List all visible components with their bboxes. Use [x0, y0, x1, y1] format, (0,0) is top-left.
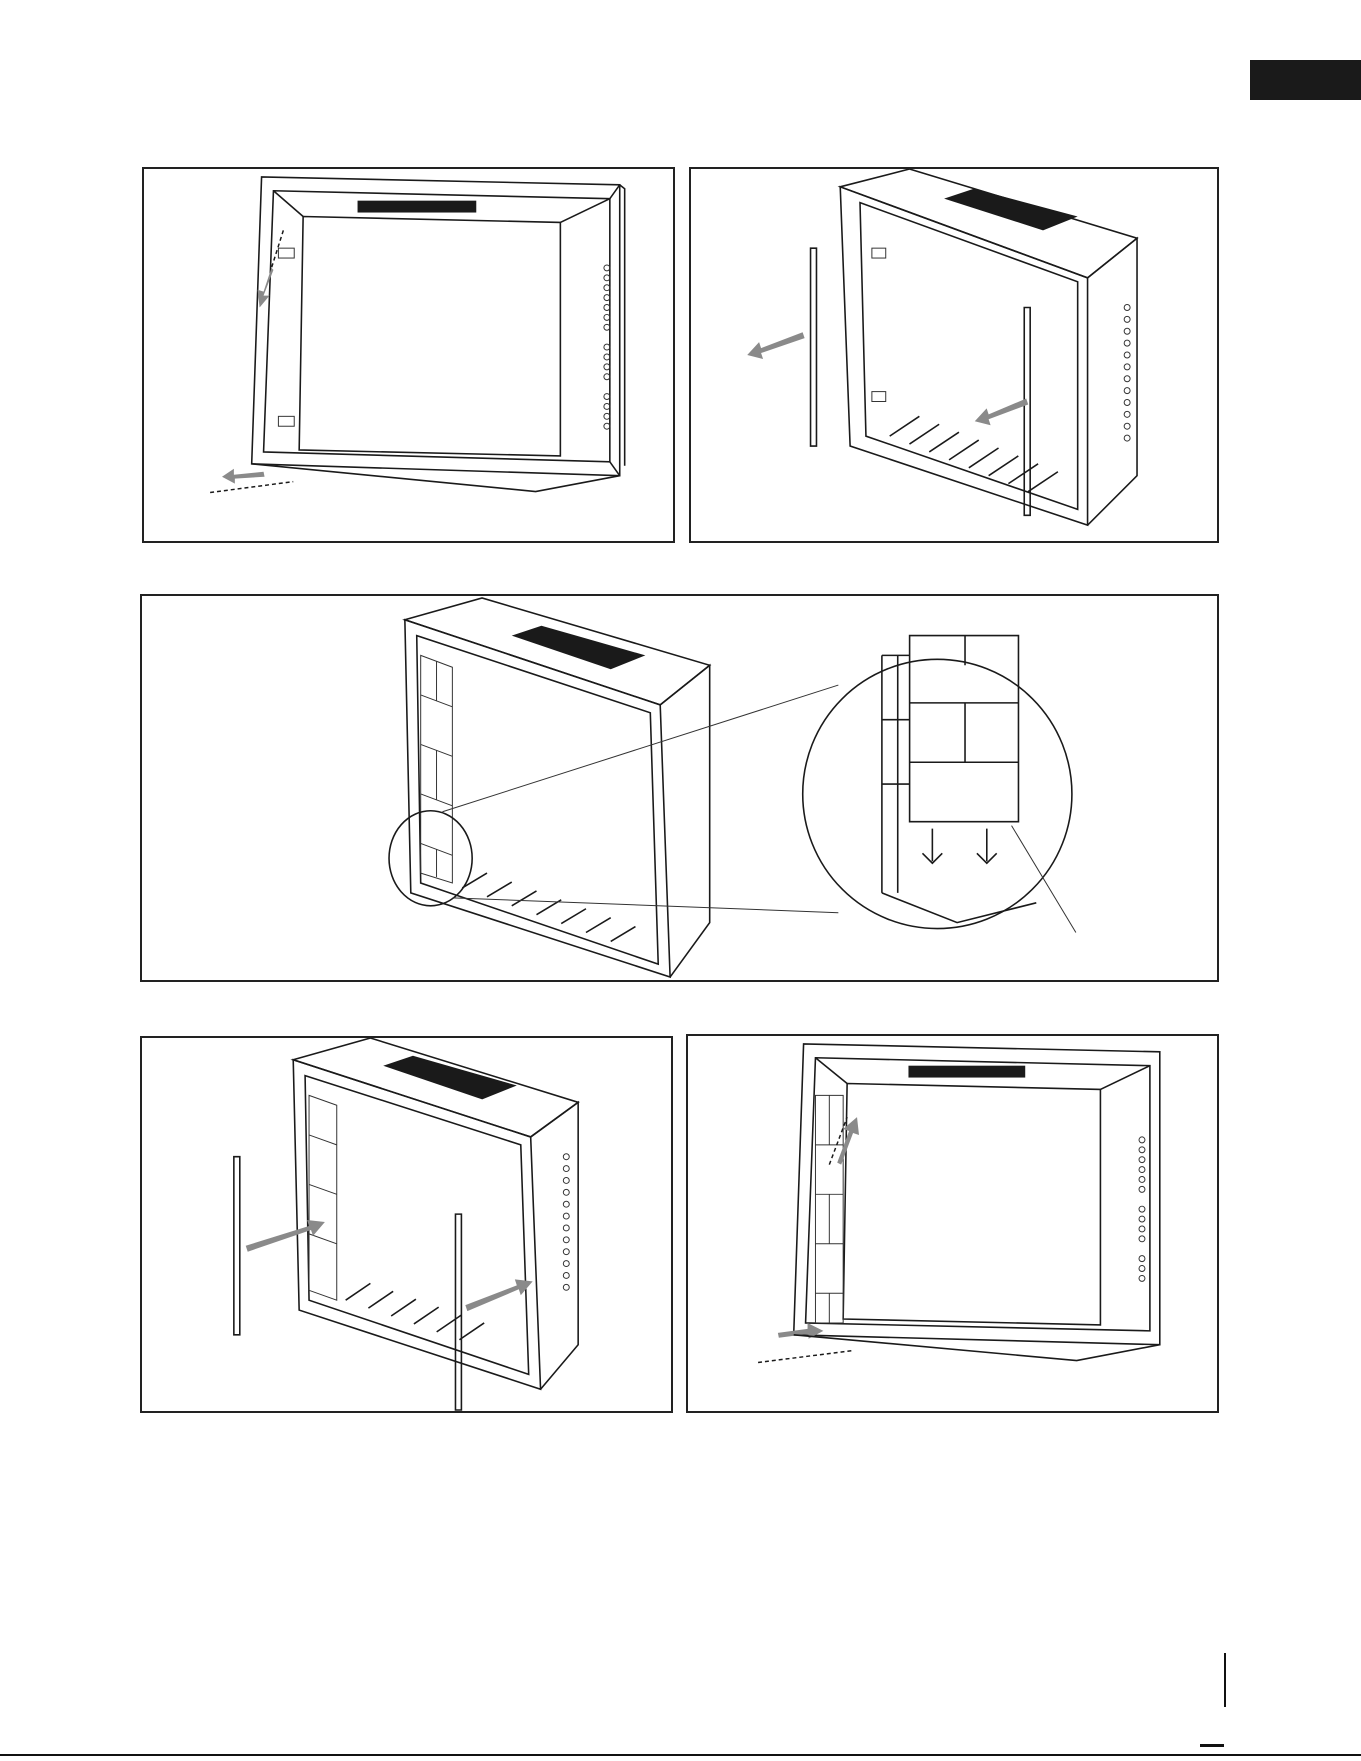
language-tab [1250, 60, 1361, 100]
brick-wall [309, 1095, 337, 1300]
arrow-icon [747, 332, 804, 359]
figure-step-2 [689, 167, 1219, 543]
brick-wall [421, 655, 453, 883]
arrow-icon [222, 469, 265, 484]
side-hole-column [1139, 1137, 1145, 1281]
side-hole-column [1124, 305, 1130, 442]
detail-callout-circle [389, 811, 472, 906]
fireplace-screw-install-illustration [688, 1036, 1217, 1411]
arrow-icon [465, 1279, 532, 1311]
page-number-rule [1224, 1653, 1226, 1707]
side-trim [455, 1214, 461, 1410]
arrow-icon [837, 1117, 859, 1164]
arrow-icon [258, 268, 274, 308]
side-hole-column [563, 1154, 569, 1291]
figure-step-3 [140, 594, 1219, 982]
fireplace-trim-install-illustration [142, 1038, 671, 1411]
side-trim [811, 248, 817, 446]
figure-step-5 [686, 1034, 1219, 1413]
leader-line [1012, 826, 1076, 933]
side-hole-column [604, 265, 610, 429]
figure-step-4 [140, 1036, 673, 1413]
figure-step-1 [142, 167, 675, 543]
vent-slot [908, 1066, 1025, 1078]
footer-rule [0, 1754, 1361, 1756]
fireplace-front-illustration [144, 169, 673, 541]
fireplace-perspective-illustration [691, 169, 1217, 541]
brick-panel-detail-illustration [142, 596, 1217, 980]
vent-slot [944, 189, 1078, 231]
brick-wall [815, 1095, 843, 1323]
arrow-icon [975, 399, 1028, 426]
side-trim [234, 1157, 240, 1335]
side-trim [1024, 308, 1030, 516]
vent-slot [358, 201, 477, 213]
magnified-detail-circle [803, 659, 1072, 928]
arrow-icon [246, 1220, 325, 1252]
footer-mark [1200, 1744, 1224, 1747]
